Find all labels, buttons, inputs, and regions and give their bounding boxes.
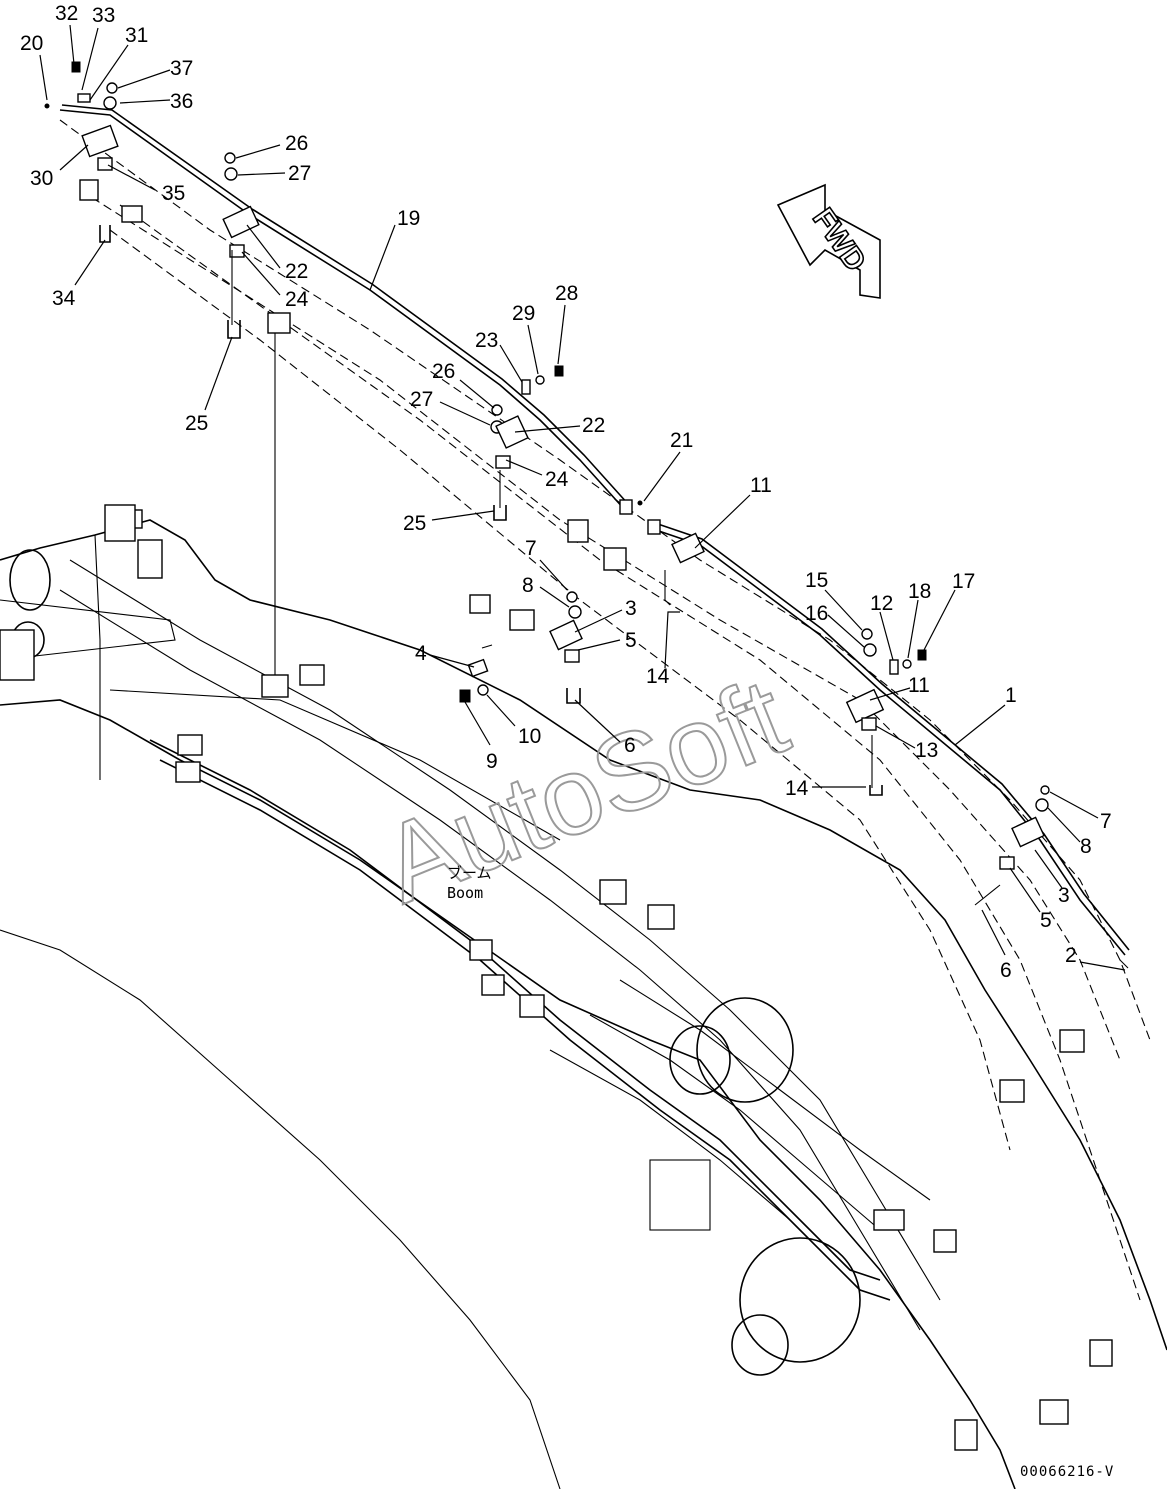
hardware bbox=[44, 61, 1129, 969]
callout-35: 35 bbox=[162, 182, 185, 205]
callout-22-lower: 22 bbox=[582, 414, 605, 437]
callout-23: 23 bbox=[475, 329, 498, 352]
callout-27-lower: 27 bbox=[410, 388, 433, 411]
callout-5-right: 5 bbox=[1040, 909, 1052, 932]
callout-34: 34 bbox=[52, 287, 76, 310]
tube-19 bbox=[59, 109, 626, 511]
callout-17: 17 bbox=[952, 570, 975, 593]
callout-31: 31 bbox=[125, 24, 148, 47]
callout-13: 13 bbox=[915, 739, 938, 762]
boom-label-english: Boom bbox=[447, 884, 483, 902]
callout-24-lower: 24 bbox=[545, 468, 569, 491]
callout-12: 12 bbox=[870, 592, 893, 615]
watermark: AutoSoft bbox=[366, 655, 803, 927]
callout-6-middle: 6 bbox=[624, 734, 636, 757]
callout-32: 32 bbox=[55, 2, 78, 25]
callout-30: 30 bbox=[30, 167, 53, 190]
leader-lines bbox=[39, 24, 1126, 971]
boom-structure bbox=[0, 119, 1167, 1489]
callout-3-right: 3 bbox=[1058, 884, 1070, 907]
callout-18: 18 bbox=[908, 580, 931, 603]
callout-6-right: 6 bbox=[1000, 959, 1012, 982]
callout-labels: 32 33 31 20 37 36 30 35 34 26 27 19 22 2… bbox=[20, 2, 1112, 982]
callout-1: 1 bbox=[1005, 684, 1017, 707]
callout-4: 4 bbox=[415, 642, 427, 665]
callout-28: 28 bbox=[555, 282, 578, 305]
callout-14-lower: 14 bbox=[785, 777, 809, 800]
tube-assembly bbox=[59, 104, 1130, 956]
callout-2: 2 bbox=[1065, 944, 1077, 967]
callout-8-middle: 8 bbox=[522, 574, 534, 597]
drawing-number: 00066216-V bbox=[1020, 1464, 1114, 1480]
callout-8-right: 8 bbox=[1080, 835, 1092, 858]
callout-26-upper: 26 bbox=[285, 132, 308, 155]
callout-19: 19 bbox=[397, 207, 420, 230]
callout-7-right: 7 bbox=[1100, 810, 1112, 833]
callout-29: 29 bbox=[512, 302, 535, 325]
callout-14-upper: 14 bbox=[646, 665, 670, 688]
callout-25-upper: 25 bbox=[185, 412, 208, 435]
callout-22-upper: 22 bbox=[285, 260, 308, 283]
callout-10: 10 bbox=[518, 725, 541, 748]
callout-26-lower: 26 bbox=[432, 360, 455, 383]
callout-11-upper: 11 bbox=[750, 474, 772, 497]
forward-arrow: FWD bbox=[776, 183, 881, 299]
callout-15: 15 bbox=[805, 569, 828, 592]
callout-7-middle: 7 bbox=[525, 537, 537, 560]
callout-33: 33 bbox=[92, 4, 115, 27]
callout-11-lower: 11 bbox=[908, 674, 930, 697]
callout-24-upper: 24 bbox=[285, 288, 309, 311]
callout-20: 20 bbox=[20, 32, 43, 55]
tube-1 bbox=[649, 527, 1126, 956]
forward-arrow-label: FWD bbox=[806, 202, 872, 277]
callout-5-middle: 5 bbox=[625, 629, 637, 652]
callout-9: 9 bbox=[486, 750, 498, 773]
boom-label-japanese: ブーム bbox=[447, 864, 492, 882]
callout-25-lower: 25 bbox=[403, 512, 426, 535]
callout-36: 36 bbox=[170, 90, 193, 113]
callout-27-upper: 27 bbox=[288, 162, 311, 185]
callout-21: 21 bbox=[670, 429, 693, 452]
callout-3-middle: 3 bbox=[625, 597, 637, 620]
callout-37: 37 bbox=[170, 57, 193, 80]
callout-16: 16 bbox=[805, 602, 828, 625]
